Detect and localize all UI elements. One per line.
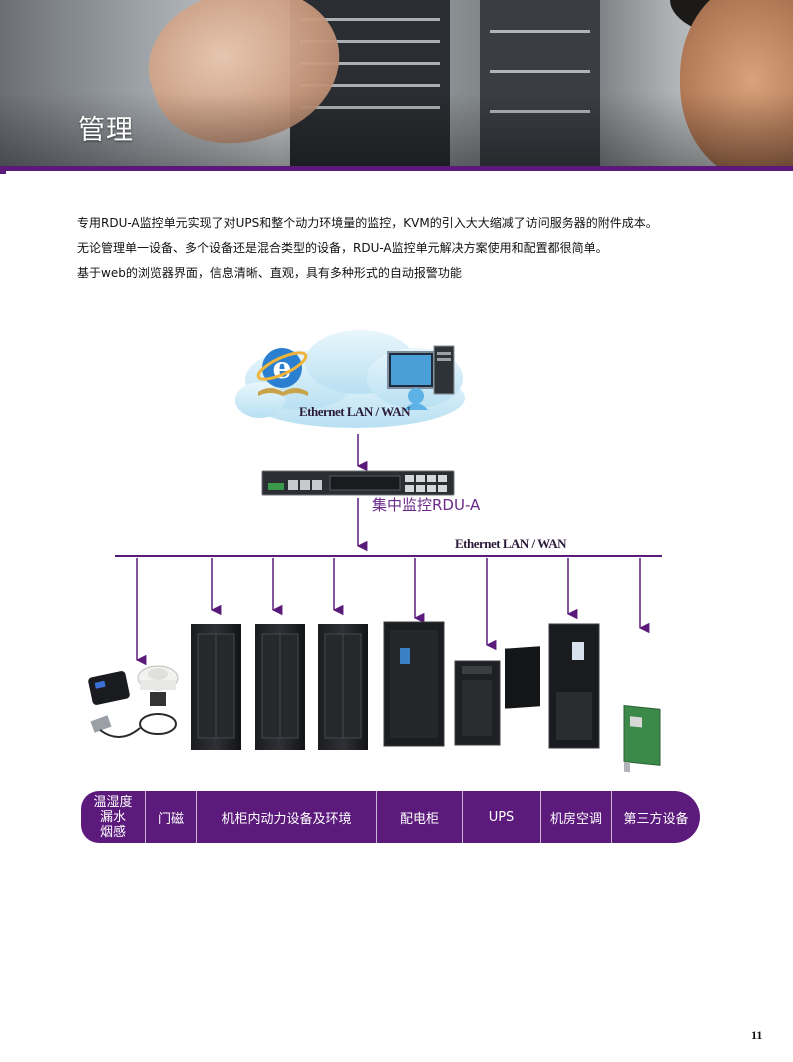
intro-paragraph: 专用RDU-A监控单元实现了对UPS和整个动力环境量的监控，KVM的引入大大缩减… <box>77 211 767 286</box>
page-number: 11 <box>751 1028 763 1042</box>
intro-line-2: 无论管理单一设备、多个设备还是混合类型的设备，RDU-A监控单元解决方案使用和配… <box>77 241 608 255</box>
category-ups: UPS <box>463 791 541 843</box>
browser-ie-icon: e <box>256 348 308 396</box>
category-rack-power: 机柜内动力设备及环境 <box>197 791 377 843</box>
header-banner: 管理 <box>0 0 793 168</box>
category-distribution-cabinet: 配电柜 <box>377 791 463 843</box>
distribution-cabinet-image <box>383 621 445 747</box>
bus-network-label: Ethernet LAN / WAN <box>455 536 567 551</box>
category-door-sensor: 门磁 <box>146 791 197 843</box>
server-rack-image-2 <box>480 0 600 168</box>
header-divider <box>0 166 793 174</box>
person-face-image <box>680 0 793 168</box>
network-diagram: e <box>0 300 793 860</box>
category-precision-ac: 机房空调 <box>541 791 612 843</box>
intro-line-1: 专用RDU-A监控单元实现了对UPS和整个动力环境量的监控，KVM的引入大大缩减… <box>77 216 658 230</box>
ups-image <box>454 646 540 746</box>
page-title: 管理 <box>78 115 134 146</box>
device-category-bar: 温湿度 漏水 烟感 门磁 机柜内动力设备及环境 配电柜 UPS 机房空调 第三方… <box>81 791 700 843</box>
intro-line-3: 基于web的浏览器界面，信息清晰、直观，具有多种形式的自动报警功能 <box>77 266 462 280</box>
controller-label: 集中监控RDU-A <box>372 496 481 514</box>
sensors-image <box>88 665 179 738</box>
cloud-network-label: Ethernet LAN / WAN <box>299 404 411 419</box>
computer-icon <box>387 345 455 410</box>
server-rack-1 <box>191 624 241 750</box>
server-rack-2 <box>255 624 305 750</box>
diagram-graphics: e <box>88 330 662 773</box>
third-party-card-image <box>623 705 661 773</box>
precision-ac-image <box>548 623 600 749</box>
rdu-a-controller-image <box>261 470 455 496</box>
category-sensors: 温湿度 漏水 烟感 <box>81 791 146 843</box>
category-third-party: 第三方设备 <box>623 811 689 827</box>
server-rack-3 <box>318 624 368 750</box>
